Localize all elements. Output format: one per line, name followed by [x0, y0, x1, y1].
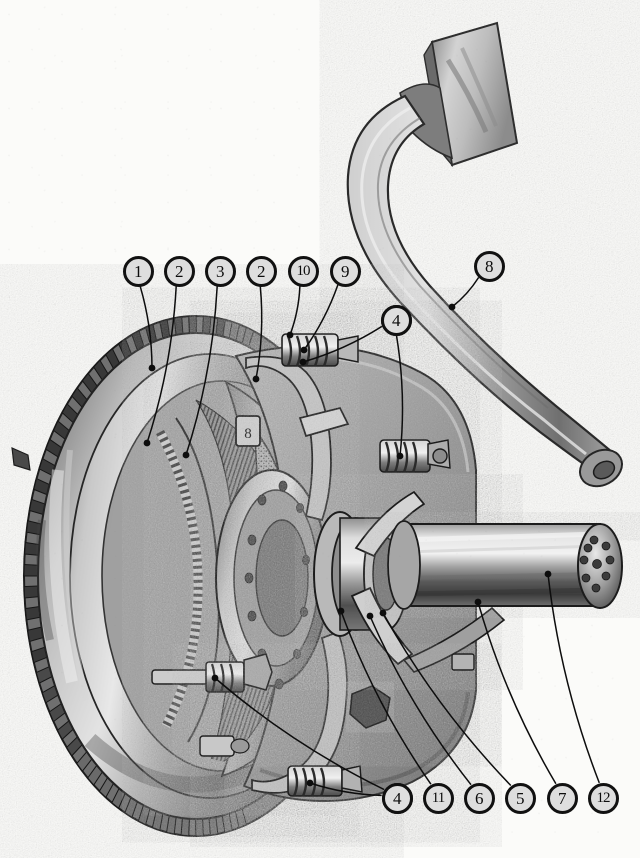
callout-3-c3[interactable]: 3 — [204, 255, 236, 287]
svg-text:8: 8 — [244, 426, 252, 442]
adjusting-screw-head — [337, 335, 359, 363]
input-shaft-group — [387, 520, 623, 610]
callout-5-c5[interactable]: 5 — [504, 782, 536, 814]
callout-10-c10[interactable]: 10 — [287, 255, 319, 287]
callout-6-c6[interactable]: 6 — [463, 782, 495, 814]
callout-12-c12[interactable]: 12 — [587, 782, 619, 814]
callout-2-c2a[interactable]: 2 — [163, 255, 195, 287]
release-lever-upper — [245, 355, 332, 522]
pedal-neck — [399, 83, 454, 160]
release-fork-upper — [354, 490, 426, 558]
callout-2-c2b[interactable]: 2 — [245, 255, 277, 287]
callout-11-c11[interactable]: 11 — [422, 782, 454, 814]
callout-8-c8[interactable]: 8 — [473, 250, 505, 282]
callout-1-c1[interactable]: 1 — [122, 255, 154, 287]
callout-9-c9[interactable]: 9 — [329, 255, 361, 287]
lever-eyebolt-plate — [298, 406, 350, 438]
callout-7-c7[interactable]: 7 — [546, 782, 578, 814]
callout-4-c4d[interactable]: 4 — [381, 782, 413, 814]
clutch-pedal-group — [346, 21, 624, 488]
hex-nut — [243, 653, 273, 691]
pressure-spring-mid — [379, 439, 451, 473]
callout-4-c4b[interactable]: 4 — [380, 304, 412, 336]
eyebolt-block — [235, 415, 261, 447]
